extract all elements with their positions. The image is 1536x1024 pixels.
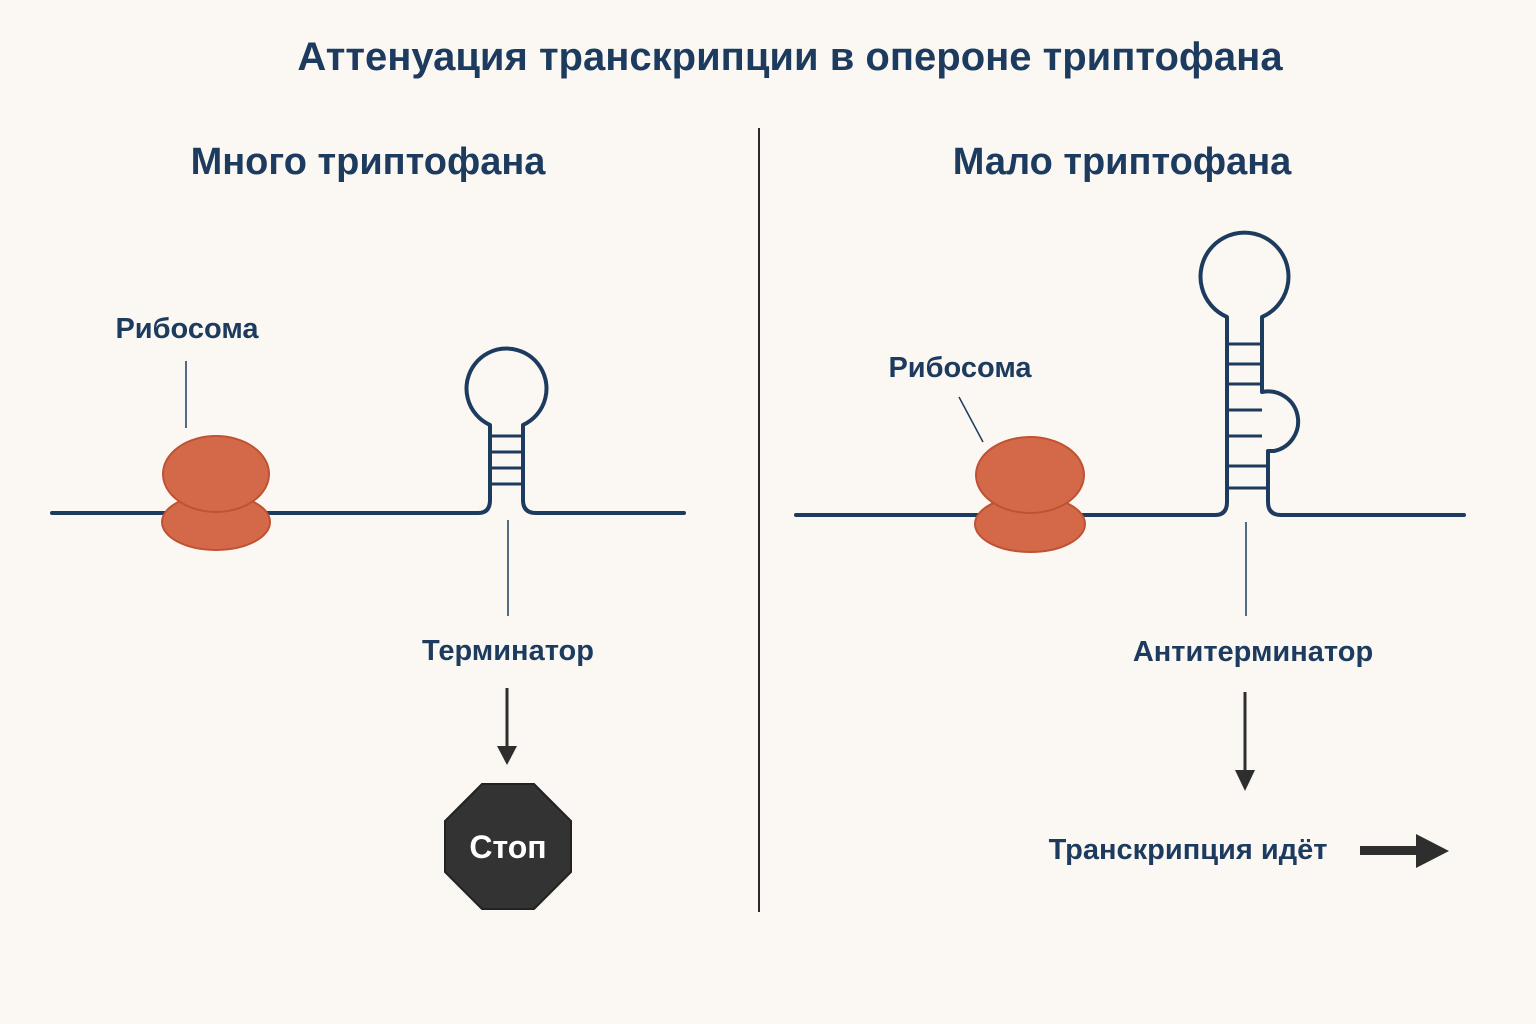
stop-sign-icon: Стоп	[444, 783, 572, 910]
rna-strand-left	[50, 346, 686, 515]
down-arrow-icon	[1235, 692, 1255, 791]
panel-right: Мало триптофана Рибосома	[794, 141, 1466, 868]
terminator-stem	[490, 434, 523, 486]
terminator-label: Терминатор	[422, 635, 594, 667]
down-arrow-icon	[497, 688, 517, 765]
ribosome-large-subunit	[975, 436, 1085, 514]
panel-left-heading: Много триптофана	[191, 141, 547, 183]
antiterminator-label: Антитерминатор	[1133, 636, 1373, 668]
ribosome-left	[161, 435, 271, 551]
ribosome-label-right: Рибосома	[888, 352, 1032, 384]
ribosome-right	[974, 436, 1086, 553]
panel-left: Много триптофана Рибосома Терминатор	[50, 141, 686, 910]
stop-label: Стоп	[469, 829, 546, 865]
right-arrow-icon	[1360, 834, 1449, 868]
ribosome-leader-right	[958, 396, 984, 443]
panel-right-heading: Мало триптофана	[953, 141, 1292, 183]
ribosome-large-subunit	[162, 435, 270, 513]
antiterminator-stem	[1227, 342, 1268, 490]
transcription-continues-label: Транскрипция идёт	[1049, 834, 1328, 866]
rna-strand-right	[794, 230, 1466, 517]
diagram-title: Аттенуация транскрипции в опероне трипто…	[297, 35, 1283, 79]
ribosome-label-left: Рибосома	[115, 313, 259, 345]
